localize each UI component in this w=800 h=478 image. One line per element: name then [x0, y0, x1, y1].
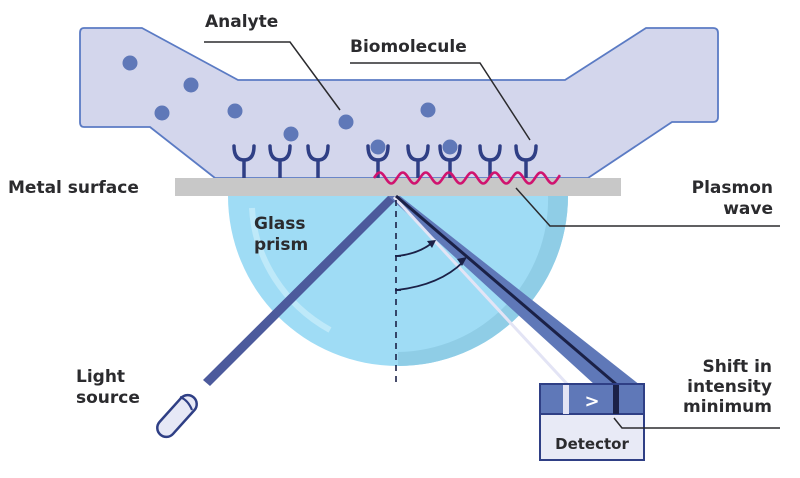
- angle-arrow-2: [396, 261, 464, 291]
- glass-prism-label-line2: prism: [254, 235, 308, 255]
- light-source-body: [156, 393, 198, 439]
- light-source-label-line2: source: [76, 388, 140, 408]
- detector-top: [539, 383, 645, 415]
- incident-beam: [203, 196, 398, 386]
- light-source-cap-line: [179, 395, 194, 411]
- angle-arrow-1: [396, 242, 433, 257]
- shift-leader: [613, 417, 780, 429]
- bound-analytes: [370, 139, 458, 155]
- leader-lines: [204, 41, 780, 429]
- analyte-particle: [154, 105, 170, 121]
- bound-analyte: [442, 139, 458, 155]
- analyte-particle: [122, 55, 138, 71]
- biomolecule: [268, 144, 292, 180]
- plasmon-leader: [515, 187, 780, 227]
- analyte-particle: [227, 103, 243, 119]
- analyte-particle: [420, 102, 436, 118]
- analyte-leader: [204, 41, 341, 111]
- prism-rim: [398, 196, 568, 366]
- biomolecule: [306, 144, 330, 180]
- glass-prism: [228, 196, 568, 366]
- analyte-particle: [183, 77, 199, 93]
- biomolecule: [406, 144, 430, 180]
- shift-label-line3: minimum: [683, 397, 772, 417]
- detector-light-band: [563, 385, 569, 414]
- biomolecule: [438, 144, 462, 180]
- detector-arrow-icon: >: [584, 391, 599, 412]
- flow-cell: [79, 27, 719, 179]
- shift-label-line1: Shift in: [702, 357, 772, 377]
- angle-arrows: [395, 240, 467, 291]
- detector-dark-band: [613, 385, 619, 414]
- plasmon-label-line1: Plasmon: [692, 178, 773, 198]
- biomolecule: [514, 144, 538, 180]
- reflected-ray-light: [392, 195, 570, 387]
- analyte-particle: [338, 114, 354, 130]
- biomolecule-label: Biomolecule: [350, 37, 467, 57]
- light-source: [156, 393, 198, 439]
- biomolecule: [366, 144, 390, 180]
- prism-body: [228, 196, 568, 366]
- metal-surface: [175, 178, 621, 196]
- free-analytes: [122, 55, 436, 142]
- reflected-ray-dark: [395, 194, 618, 387]
- glass-prism-label-line1: Glass: [254, 214, 306, 234]
- metal-surface-label: Metal surface: [8, 178, 139, 198]
- detector-label: Detector: [555, 435, 629, 453]
- plasmon-label-line2: wave: [723, 199, 773, 219]
- detector: > Detector: [539, 383, 645, 461]
- analyte-particle: [283, 126, 299, 142]
- shift-label-line2: intensity: [687, 377, 772, 397]
- bound-analyte: [370, 139, 386, 155]
- light-source-label-line1: Light: [76, 367, 125, 387]
- plasmon-wave: [372, 171, 562, 185]
- biomolecule-leader: [350, 62, 531, 141]
- detector-bottom: [539, 413, 645, 461]
- biomolecule: [232, 144, 256, 180]
- biomolecules: [232, 144, 538, 180]
- arrowhead-icon: [427, 240, 436, 248]
- analyte-label: Analyte: [205, 12, 278, 32]
- prism-highlight: [249, 207, 332, 333]
- arrowhead-icon: [457, 257, 467, 266]
